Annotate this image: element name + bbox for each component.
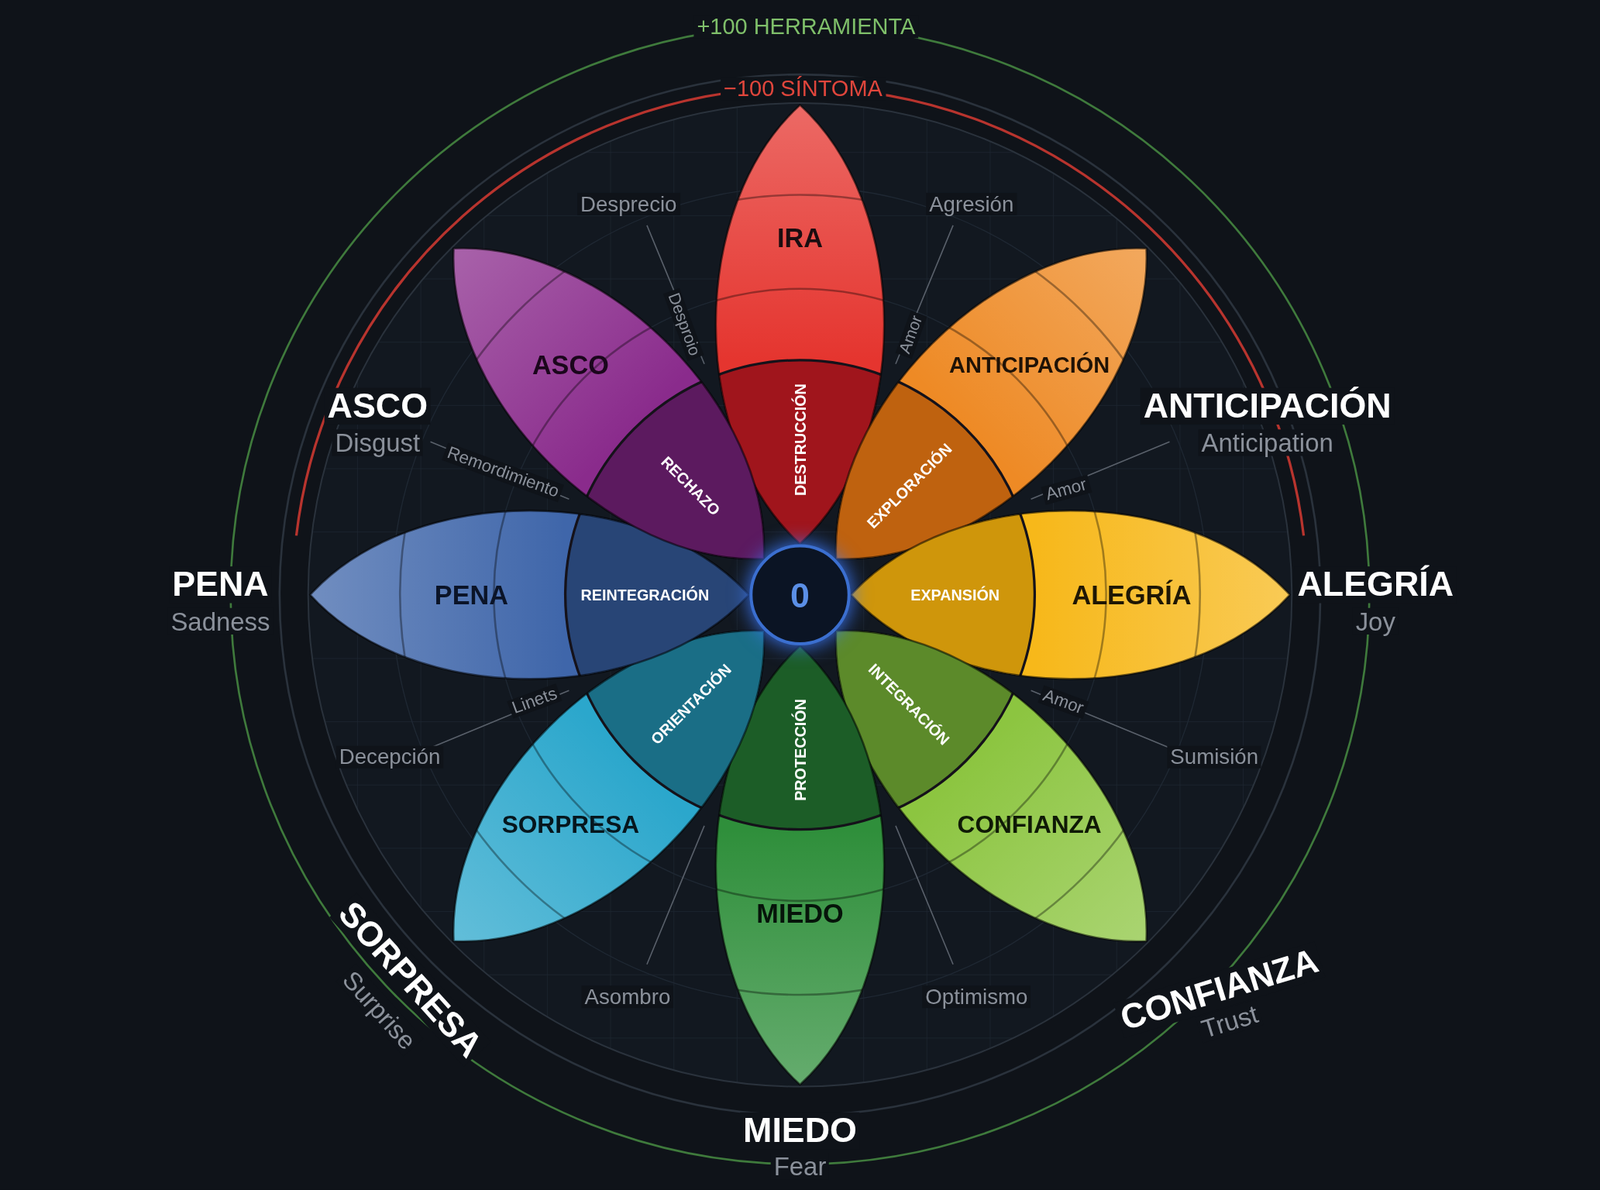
center-circle: 0 bbox=[744, 540, 855, 651]
ring-label: +100 HERRAMIENTA bbox=[693, 14, 919, 38]
dyad-label: Sumisión bbox=[1166, 746, 1262, 769]
emotion-name: ASCO bbox=[532, 352, 610, 379]
petal-shape bbox=[448, 244, 768, 564]
dyad-label: Agresión bbox=[925, 192, 1017, 216]
emotion-translation: Joy bbox=[1352, 608, 1399, 636]
emotion-name: SORPRESA bbox=[502, 812, 640, 837]
emotion-label: ALEGRÍA bbox=[1294, 566, 1457, 603]
function-name: EXPANSIÓN bbox=[910, 587, 1000, 603]
emotion-translation: Sadness bbox=[167, 608, 273, 636]
dyad-label: Asombro bbox=[581, 985, 675, 1009]
dyad-label: Decepción bbox=[336, 746, 444, 769]
dyad-label: Desprecio bbox=[577, 192, 680, 216]
dyad-label: Optimismo bbox=[922, 985, 1031, 1009]
emotion-label: MIEDO bbox=[739, 1112, 861, 1150]
function-name: DESTRUCCIÓN bbox=[792, 383, 809, 496]
emotion-name: CONFIANZA bbox=[957, 812, 1102, 837]
emotion-translation: Fear bbox=[770, 1152, 830, 1181]
emotion-name: MIEDO bbox=[756, 900, 844, 927]
emotion-name: PENA bbox=[434, 581, 509, 609]
emotion-name: ALEGRÍA bbox=[1071, 581, 1191, 609]
emotion-translation: Disgust bbox=[331, 429, 424, 457]
emotion-label: PENA bbox=[168, 566, 272, 603]
ring-label: −100 SÍNTOMA bbox=[720, 76, 886, 100]
emotion-name: IRA bbox=[777, 224, 823, 252]
function-name: REINTEGRACIÓN bbox=[580, 587, 709, 603]
emotion-translation: Anticipation bbox=[1198, 429, 1337, 457]
function-name: PROTECCIÓN bbox=[792, 698, 809, 802]
emotion-name: ANTICIPACIÓN bbox=[949, 354, 1110, 377]
emotion-label: ASCO bbox=[324, 388, 431, 425]
emotion-petal: ASCORECHAZO bbox=[448, 244, 768, 564]
center-value: 0 bbox=[790, 577, 810, 613]
emotion-label: ANTICIPACIÓN bbox=[1140, 388, 1395, 425]
